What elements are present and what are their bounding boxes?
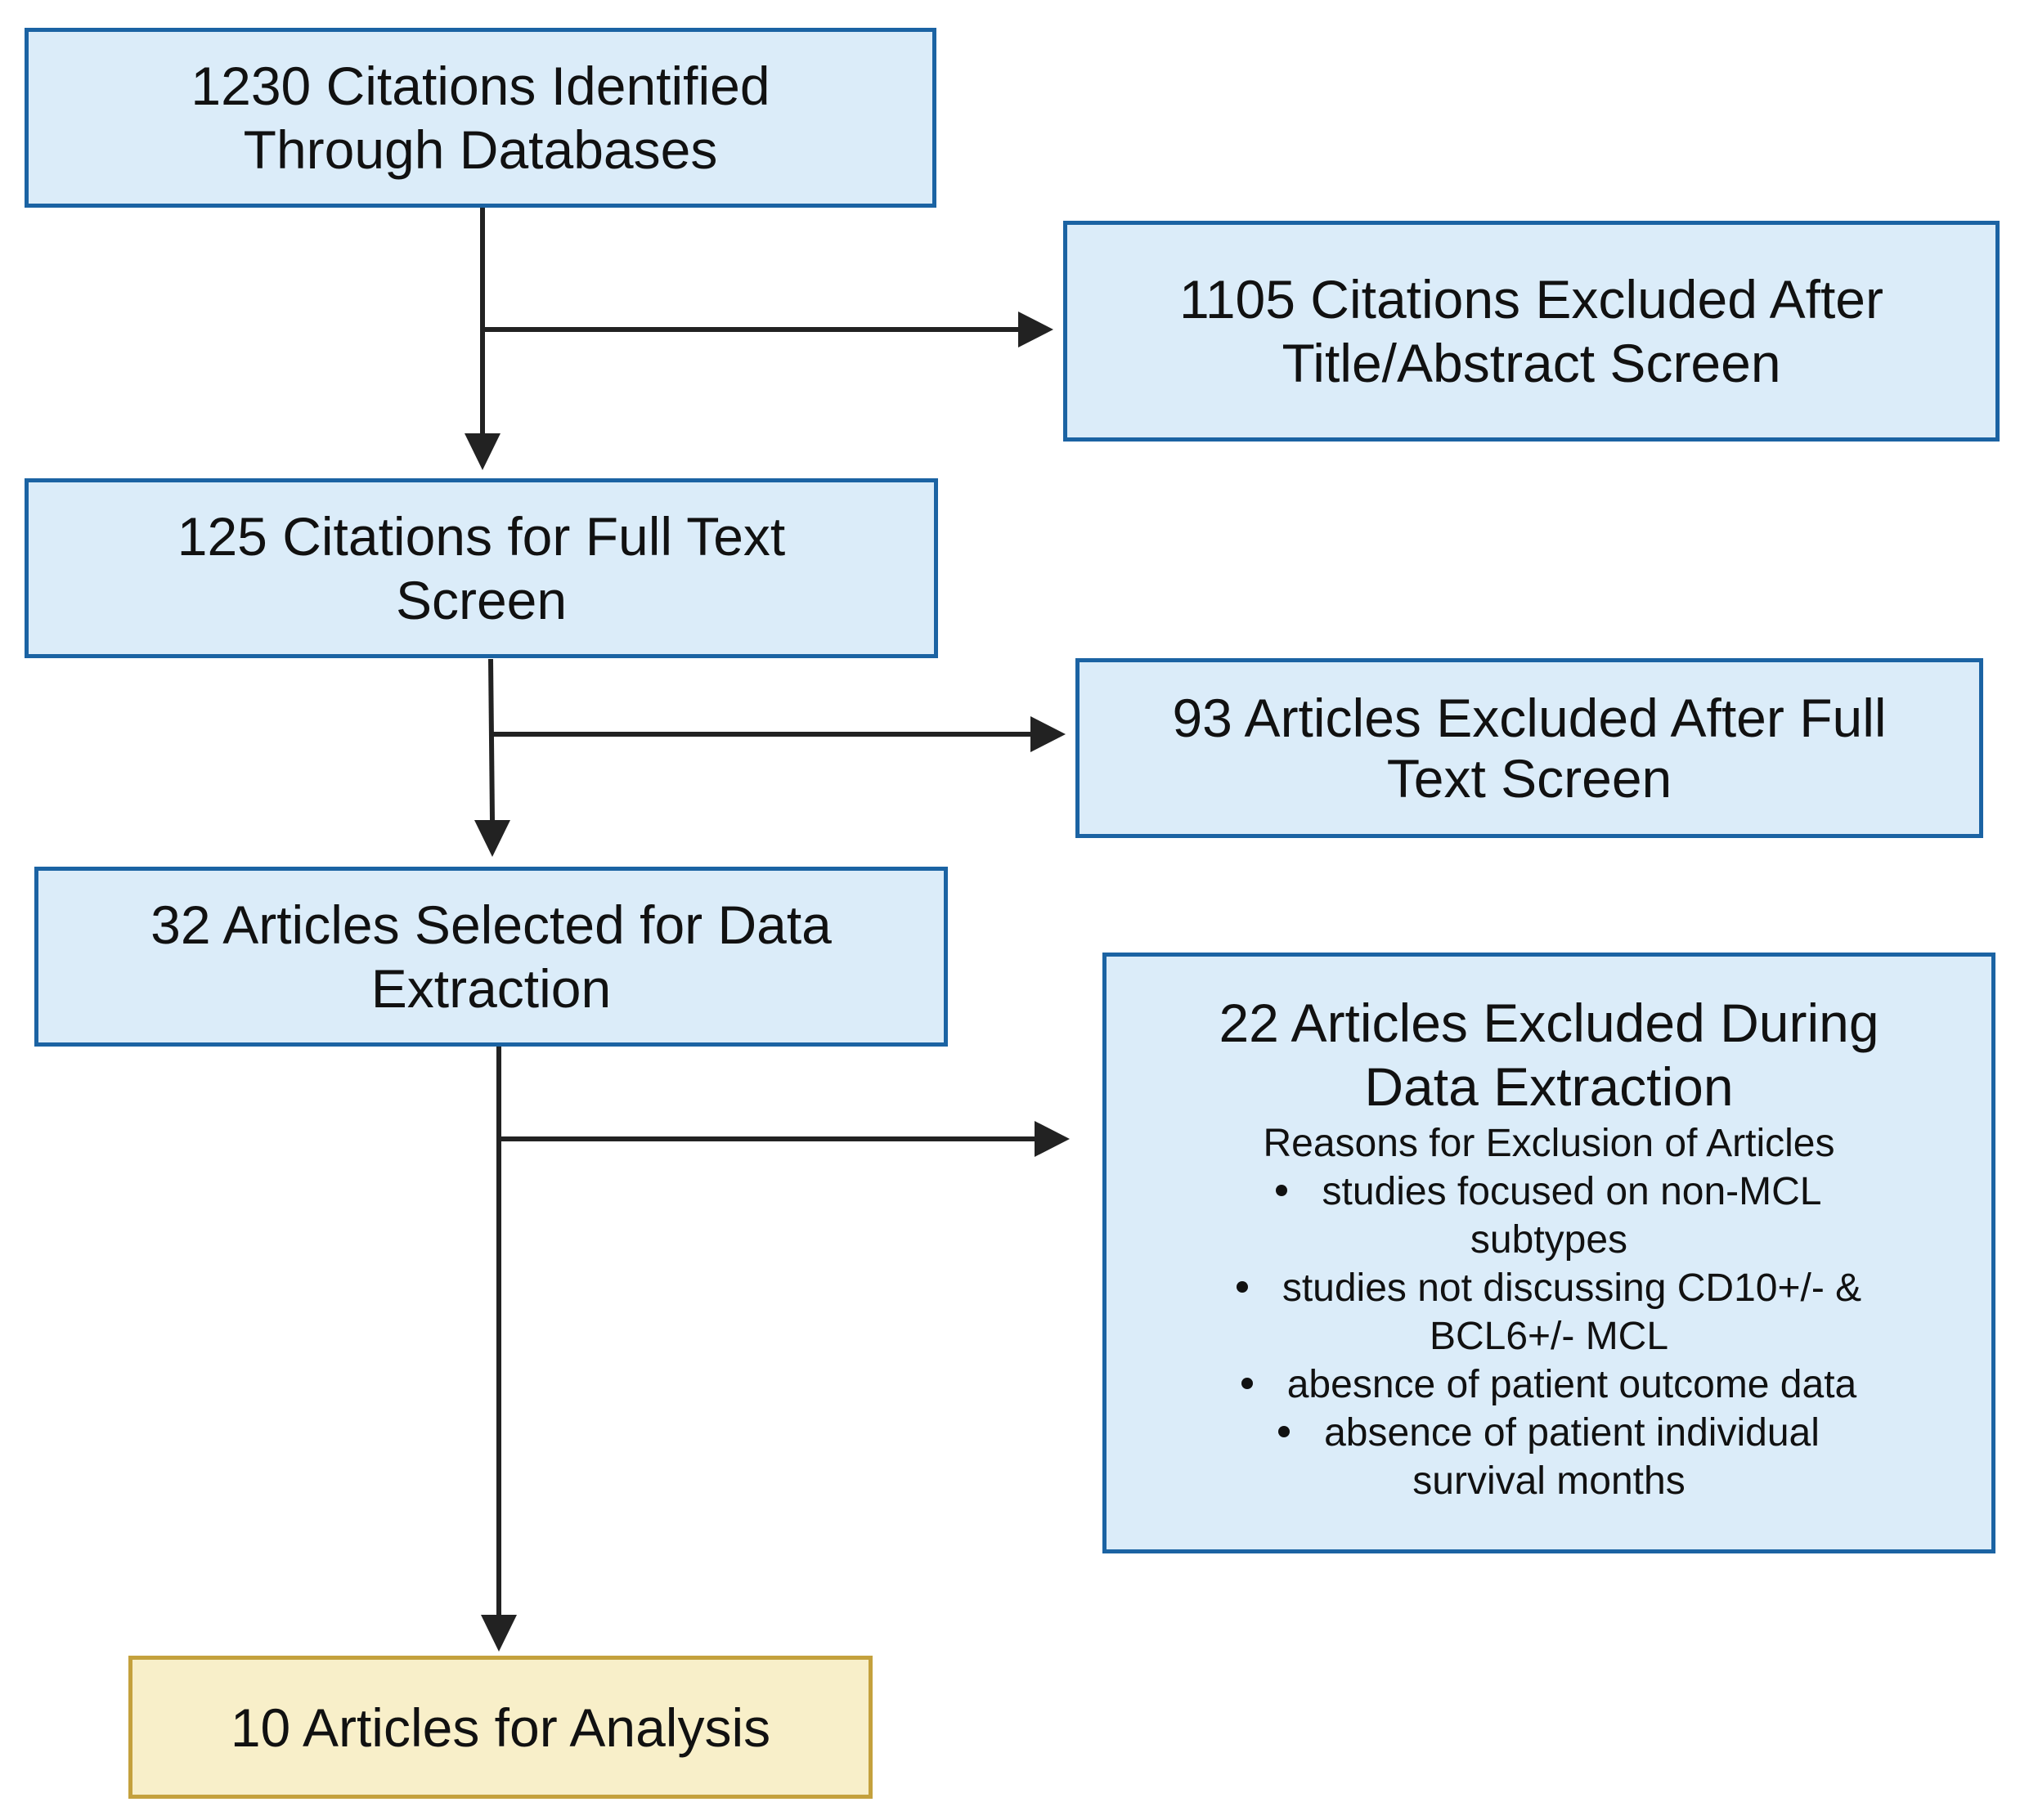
- box-full-text-screen-text: 125 Citations for Full Text Screen: [153, 504, 810, 632]
- box-articles-for-analysis: 10 Articles for Analysis: [128, 1656, 873, 1799]
- box-excluded-full-text-text: 93 Articles Excluded After Full Text Scr…: [1147, 688, 1910, 809]
- box-line: Data Extraction: [1364, 1056, 1734, 1117]
- box-excluded-title-abstract: 1105 Citations Excluded After Title/Abst…: [1063, 221, 2000, 442]
- box-citations-identified: 1230 Citations Identified Through Databa…: [25, 28, 936, 208]
- box-full-text-screen: 125 Citations for Full Text Screen: [25, 478, 938, 658]
- box-line: 32 Articles Selected for Data: [150, 894, 832, 955]
- box-line: 93 Articles Excluded After Full: [1172, 688, 1887, 748]
- reasons-list: studies focused on non-MCL subtypes stud…: [1236, 1168, 1862, 1505]
- bullet-icon: [1241, 1378, 1253, 1390]
- box-line: Text Screen: [1386, 748, 1672, 809]
- reason-item: absence of patient individual survival m…: [1237, 1409, 1861, 1505]
- arrowhead-down-3: [481, 1615, 517, 1652]
- box-line: Screen: [395, 570, 568, 630]
- box-line: Through Databases: [243, 119, 718, 180]
- reason-line: studies focused on non-MCL: [1322, 1170, 1822, 1213]
- box-citations-identified-text: 1230 Citations Identified Through Databa…: [166, 54, 794, 182]
- box-line: 125 Citations for Full Text: [177, 506, 786, 567]
- arrowhead-right-2: [1030, 716, 1066, 752]
- arrowhead-down-1: [465, 433, 501, 470]
- arrowhead-right-1: [1018, 312, 1053, 347]
- reason-item: studies focused on non-MCL subtypes: [1237, 1168, 1861, 1264]
- bullet-icon: [1236, 1281, 1248, 1293]
- arrowhead-down-2: [474, 820, 510, 857]
- box-line: 22 Articles Excluded During: [1219, 993, 1879, 1053]
- box-line: 1230 Citations Identified: [191, 56, 770, 116]
- reason-item: studies not discussing CD10+/- & BCL6+/-…: [1236, 1264, 1862, 1361]
- reasons-title: 22 Articles Excluded During Data Extract…: [1219, 991, 1879, 1118]
- box-excluded-title-abstract-text: 1105 Citations Excluded After Title/Abst…: [1155, 267, 1908, 395]
- reason-line: absence of patient individual: [1324, 1411, 1820, 1455]
- reason-item: abesnce of patient outcome data: [1237, 1361, 1861, 1409]
- box-line: 1105 Citations Excluded After: [1179, 269, 1883, 329]
- reason-line: subtypes: [1470, 1218, 1628, 1262]
- arrowhead-right-3: [1035, 1121, 1070, 1157]
- bullet-icon: [1276, 1185, 1288, 1197]
- box-data-extraction-text: 32 Articles Selected for Data Extraction: [126, 893, 856, 1020]
- box-line: Title/Abstract Screen: [1282, 333, 1781, 393]
- reason-line: studies not discussing CD10+/- &: [1282, 1266, 1862, 1310]
- reason-line: abesnce of patient outcome data: [1286, 1363, 1857, 1406]
- box-data-extraction: 32 Articles Selected for Data Extraction: [34, 867, 948, 1047]
- arrow-fulltext-to-extraction: [488, 658, 495, 821]
- reason-line: survival months: [1412, 1459, 1686, 1503]
- box-excluded-data-extraction: 22 Articles Excluded During Data Extract…: [1102, 953, 1995, 1553]
- bullet-icon: [1278, 1426, 1291, 1438]
- reason-line: BCL6+/- MCL: [1429, 1315, 1669, 1358]
- box-line: Extraction: [370, 958, 612, 1019]
- reasons-heading: Reasons for Exclusion of Articles: [1263, 1122, 1835, 1165]
- box-articles-for-analysis-text: 10 Articles for Analysis: [206, 1696, 795, 1759]
- box-excluded-full-text: 93 Articles Excluded After Full Text Scr…: [1075, 658, 1983, 838]
- box-line: 10 Articles for Analysis: [230, 1697, 771, 1758]
